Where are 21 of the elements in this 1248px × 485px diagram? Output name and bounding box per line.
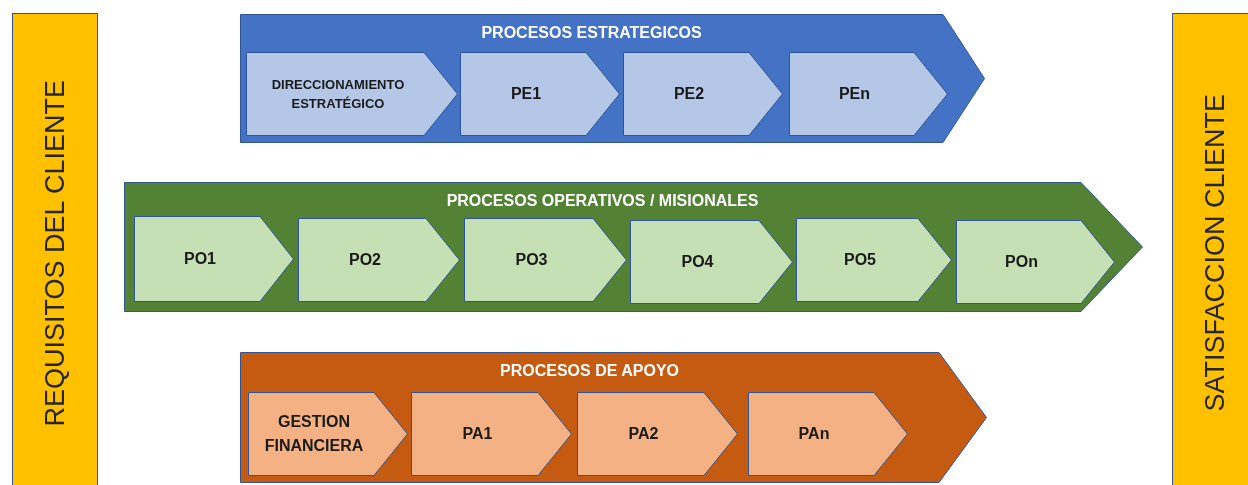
process-label: PO1 <box>184 249 216 269</box>
process-label: PEn <box>838 84 871 104</box>
process-label: PAn <box>798 424 830 444</box>
group-heading: PROCESOS DE APOYO <box>499 362 680 380</box>
band-label: REQUISITOS DEL CLIENTE <box>39 79 71 427</box>
band-label: SATISFACCION CLIENTE <box>1199 94 1231 412</box>
process-label: PO4 <box>681 252 714 272</box>
group-heading: PROCESOS ESTRATEGICOS <box>480 24 703 42</box>
process-label: PO2 <box>349 250 381 270</box>
process-label: PA1 <box>462 424 493 444</box>
group-heading: PROCESOS OPERATIVOS / MISIONALES <box>445 192 760 210</box>
side-band <box>12 13 98 485</box>
process-label: PO5 <box>844 250 876 270</box>
process-label: PE1 <box>510 84 542 104</box>
side-band <box>1172 13 1248 485</box>
process-label: PO3 <box>515 250 548 270</box>
process-label: GESTION FINANCIERA <box>263 412 365 456</box>
process-label: DIRECCIONAMIENTO ESTRATÉGICO <box>270 75 406 113</box>
process-label: PE2 <box>673 84 705 104</box>
process-label: POn <box>1005 252 1038 272</box>
process-label: PA2 <box>628 424 659 444</box>
